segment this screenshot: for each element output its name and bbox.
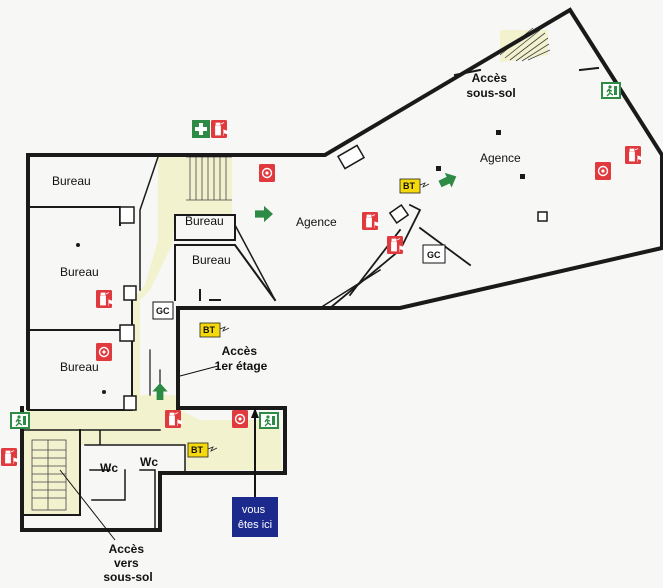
fire-extinguisher-icon bbox=[164, 409, 185, 430]
bt-box-b: BT bbox=[199, 322, 230, 338]
first-aid-icon bbox=[192, 120, 210, 138]
room-label-agence-2: Agence bbox=[480, 151, 521, 165]
fire-extinguisher-icon bbox=[361, 211, 382, 232]
stairs-main bbox=[186, 156, 232, 201]
stairs-basement bbox=[31, 439, 67, 511]
fire-alarm-icon bbox=[95, 342, 113, 362]
bt-box-a: BT bbox=[399, 178, 430, 194]
fire-extinguisher-icon bbox=[0, 447, 21, 468]
direction-arrow-icon bbox=[255, 205, 273, 223]
fire-extinguisher-icon bbox=[210, 119, 231, 140]
room-label-wc-1: Wc bbox=[100, 461, 118, 475]
label-acces-1er-etage: Accès 1er étage bbox=[215, 344, 268, 373]
emergency-exit-icon bbox=[9, 411, 31, 430]
room-label-bureau-3: Bureau bbox=[60, 360, 99, 374]
leader-line-acces-1er-etage bbox=[179, 365, 219, 377]
fire-alarm-icon bbox=[594, 161, 612, 181]
svg-text:GC: GC bbox=[156, 306, 170, 316]
emergency-exit-icon bbox=[600, 81, 622, 100]
emergency-exit-icon bbox=[258, 411, 280, 430]
room-label-bureau-5: Bureau bbox=[192, 253, 231, 267]
label-acces-vers-sous-sol: Accès vers sous-sol bbox=[103, 542, 152, 584]
fire-alarm-icon bbox=[231, 409, 249, 429]
room-label-agence-1: Agence bbox=[296, 215, 337, 229]
you-are-here-marker: vous êtes ici bbox=[232, 408, 278, 537]
svg-text:vous êtes ici: vous êtes ici bbox=[238, 504, 272, 531]
fire-extinguisher-icon bbox=[386, 235, 407, 256]
svg-text:BT: BT bbox=[191, 445, 203, 455]
gc-box-b: GC bbox=[422, 244, 446, 264]
fire-extinguisher-icon bbox=[95, 289, 116, 310]
stairs-top bbox=[499, 27, 551, 62]
fire-alarm-icon bbox=[258, 163, 276, 183]
fire-extinguisher-icon bbox=[624, 145, 645, 166]
pillars bbox=[119, 144, 548, 411]
label-acces-sous-sol-top: Accès sous-sol bbox=[466, 71, 515, 100]
direction-arrow-icon bbox=[436, 169, 460, 192]
room-label-wc-2: Wc bbox=[140, 455, 158, 469]
room-label-bureau-1: Bureau bbox=[52, 174, 91, 188]
room-label-bureau-4: Bureau bbox=[185, 214, 224, 228]
gc-box-a: GC bbox=[152, 301, 174, 320]
pillar-dots bbox=[76, 130, 525, 394]
walls bbox=[20, 7, 663, 532]
svg-text:GC: GC bbox=[427, 250, 441, 260]
leader-line-acces-vers-sous-sol bbox=[59, 469, 116, 541]
svg-text:BT: BT bbox=[403, 181, 415, 191]
bt-box-c: BT bbox=[187, 442, 218, 458]
svg-text:BT: BT bbox=[203, 325, 215, 335]
room-label-bureau-2: Bureau bbox=[60, 265, 99, 279]
